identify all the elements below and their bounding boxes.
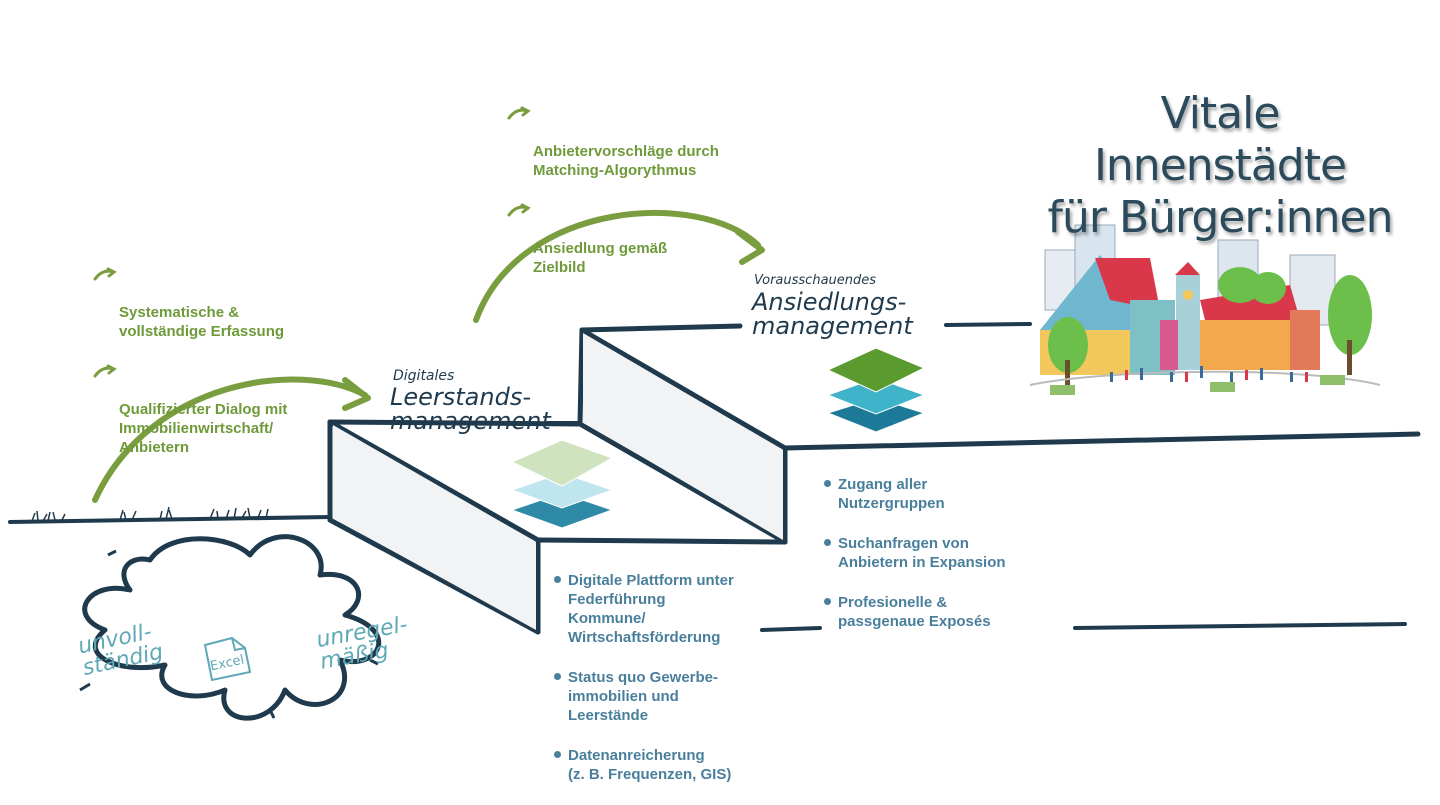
green-arrow-icon [507,203,531,217]
arrow-note: Anbietervorschläge durch Matching-Algory… [507,104,797,180]
excel-file-icon [203,636,252,682]
growth-arrow-2 [473,210,765,323]
grass-tufts [31,506,269,522]
puddle-blob [79,534,382,721]
ground-line-left [8,515,332,524]
step-shading [333,333,783,630]
title-line-1: Vitale Innenstädte [1093,88,1347,191]
green-arrow-icon [93,267,117,281]
arrow-notes-stage2: Anbietervorschläge durch Matching-Algory… [507,104,797,298]
arrow-note: Qualifizierter Dialog mit Immobilienwirt… [93,362,373,457]
stage2-label-big: Ansiedlungs- management [752,288,913,340]
stage1-label-small: Digitales [393,368,455,384]
stage2-label-small: Vorausschauendes [754,273,877,288]
arrow-note-text: Systematische & vollständige Erfassung [119,304,285,340]
arrow-note-text: Anbietervorschläge durch Matching-Algory… [533,143,719,179]
layer-stack-stage1 [510,439,614,529]
diagram-title: Vitale Innenstädte für Bürger:innen [1030,88,1410,244]
arrow-note-text: Ansiedlung gemäß Zielbild [533,240,668,276]
bullet-item: Digitale Plattform unter Federführung Ko… [554,571,814,647]
connector-lines [546,322,1407,632]
bullet-item: Suchanfragen von Anbietern in Expansion [824,534,1084,572]
arrow-note-text: Qualifizierter Dialog mit Immobilienwirt… [119,401,288,456]
bullets-stage1: Digitale Plattform unter Federführung Ko… [554,571,814,805]
arrow-note: Ansiedlung gemäß Zielbild [507,201,797,277]
bullet-item: Profesionelle & passgenaue Exposés [824,593,1084,631]
growth-arrow-1 [92,376,371,503]
arrow-notes-stage1: Systematische & vollständige Erfassung Q… [93,265,373,478]
green-arrow-icon [93,364,117,378]
layer-stack-stage2 [826,347,926,433]
stair-steps [327,323,1421,635]
town-illustration [1029,224,1381,395]
title-line-2: für Bürger:innen [1047,192,1394,243]
stage1-label-big: Leerstands- management [390,383,551,435]
bullet-item: Datenanreicherung (z. B. Frequenzen, GIS… [554,746,814,784]
arrow-note: Systematische & vollständige Erfassung [93,265,373,341]
green-arrow-icon [507,106,531,120]
bullet-item: Zugang aller Nutzergruppen [824,475,1084,513]
bullets-stage2: Zugang aller Nutzergruppen Suchanfragen … [824,475,1084,652]
bullet-item: Status quo Gewerbe- immobilien und Leers… [554,668,814,725]
